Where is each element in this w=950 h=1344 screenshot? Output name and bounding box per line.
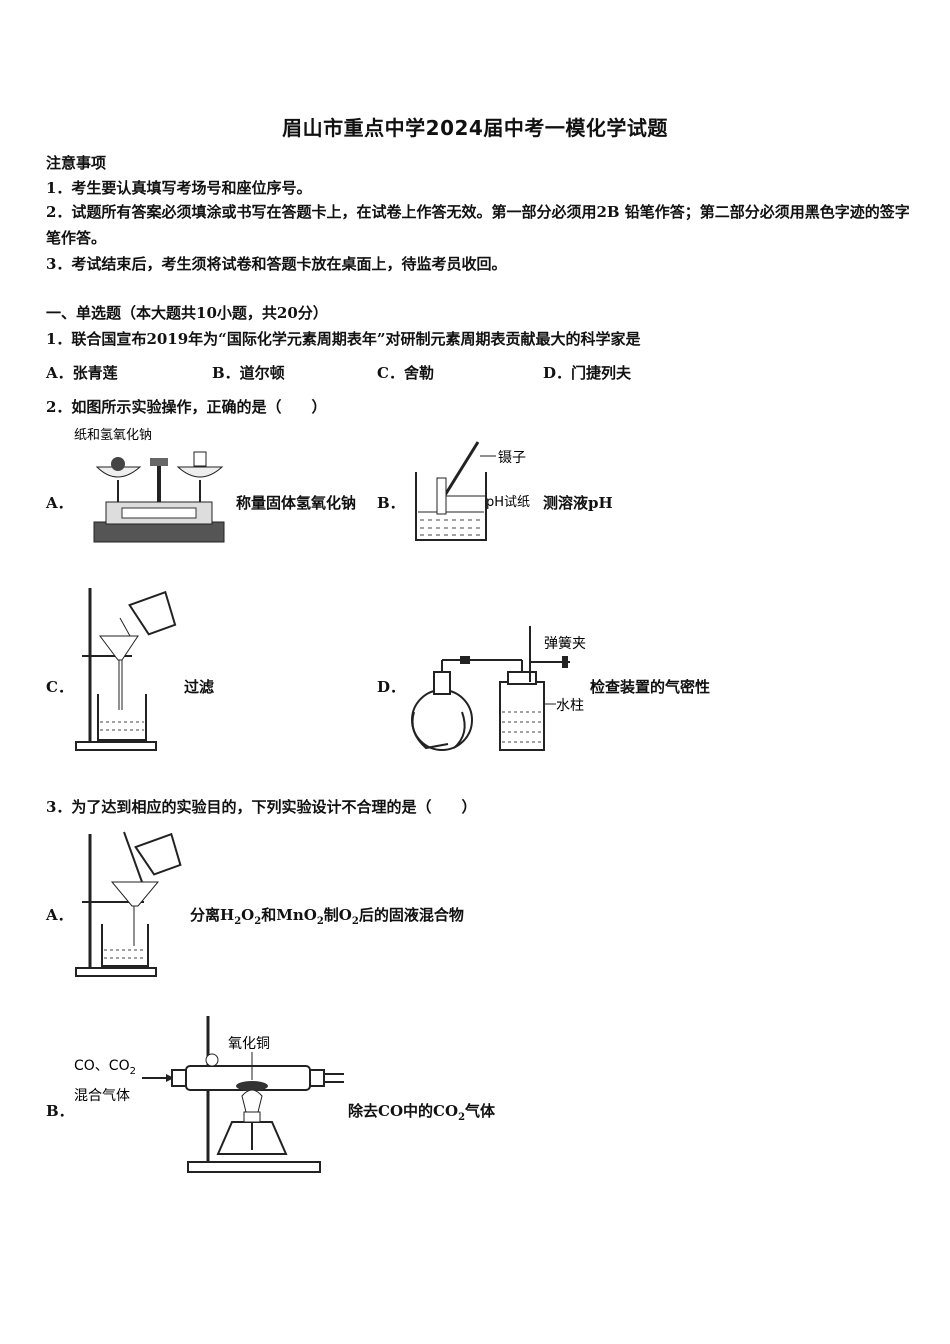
text-part: 中的 [403,1102,434,1120]
option-a-text: 分离H2O2和MnO2制O2后的固液混合物 [190,904,464,927]
option-b[interactable]: B．道尔顿 [212,364,285,382]
option-d-letter[interactable]: D． [377,678,406,696]
option-c-letter[interactable]: C． [46,678,73,696]
question-stem: 2．如图所示实验操作，正确的是（ ） [46,398,327,416]
text-part: 除去 [348,1102,379,1120]
text-part: 气体 [465,1102,496,1120]
figure-label: 镊子 [498,450,526,466]
section-heading: 一、单选题（本大题共10小题，共20分） [46,304,328,322]
notice-item: 1．考生要认真填写考场号和座位序号。 [46,179,312,197]
ph-test-figure: 镊子 pH试纸 [415,441,530,541]
text-part: H [220,906,235,924]
text-part: O [241,906,255,924]
filtration-figure [75,831,182,977]
notice-heading: 注意事项 [46,154,107,172]
question-stem: 3．为了达到相应的实验目的，下列实验设计不合理的是（ ） [46,798,477,816]
airtight-check-figure: 弹簧夹 水柱 [411,626,586,751]
subscript: 2 [351,916,359,927]
text-part: CO [378,1102,404,1120]
co-reduction-figure: CO、CO2 混合气体 氧化铜 [74,1016,344,1173]
option-b-text: 测溶液pH [543,494,613,512]
question-stem: 1．联合国宣布2019年为“国际化学元素周期表年”对研制元素周期表贡献最大的科学… [46,330,641,348]
option-d-text: 检查装置的气密性 [590,678,711,696]
option-c-text: 过滤 [184,678,215,696]
option-b-letter[interactable]: B． [46,1102,74,1120]
subscript: 2 [458,1112,466,1123]
text-part: 制 [323,906,339,924]
text-part: MnO [276,906,317,924]
subscript: 2 [316,916,324,927]
text-part: 后的固液混合物 [358,906,464,924]
option-a-letter[interactable]: A． [46,906,73,924]
figure-label: 氧化铜 [228,1036,270,1052]
text-part: O [338,906,352,924]
notice-item: 2．试题所有答案必须填涂或书写在答题卡上，在试卷上作答无效。第一部分必须用2B … [46,203,910,247]
figure-label: 纸和氢氧化钠 [74,428,152,443]
option-c[interactable]: C．舍勒 [377,364,434,382]
filtration-figure [75,588,177,751]
option-a-text: 称量固体氢氧化钠 [236,494,357,512]
option-a-letter[interactable]: A． [46,494,73,512]
subscript: 2 [234,916,242,927]
text-part: 和 [261,906,277,924]
subscript: 2 [254,916,262,927]
figure-label: 水柱 [556,698,584,714]
option-b-text: 除去CO中的CO2气体 [348,1100,495,1123]
page-title: 眉山市重点中学2024届中考一模化学试题 [282,116,668,140]
option-b-letter[interactable]: B． [377,494,405,512]
figure-label: 混合气体 [74,1088,130,1104]
notice-item: 3．考试结束后，考生须将试卷和答题卡放在桌面上，待监考员收回。 [46,255,507,273]
figure-label: pH试纸 [486,495,530,510]
figure-label: 弹簧夹 [544,636,586,652]
option-a[interactable]: A．张青莲 [46,364,118,382]
option-d[interactable]: D．门捷列夫 [543,364,632,382]
text-part: 分离 [190,906,221,924]
figure-label: CO、CO2 [74,1058,136,1077]
balance-figure: 纸和氢氧化钠 [74,428,225,543]
text-part: CO [433,1102,459,1120]
